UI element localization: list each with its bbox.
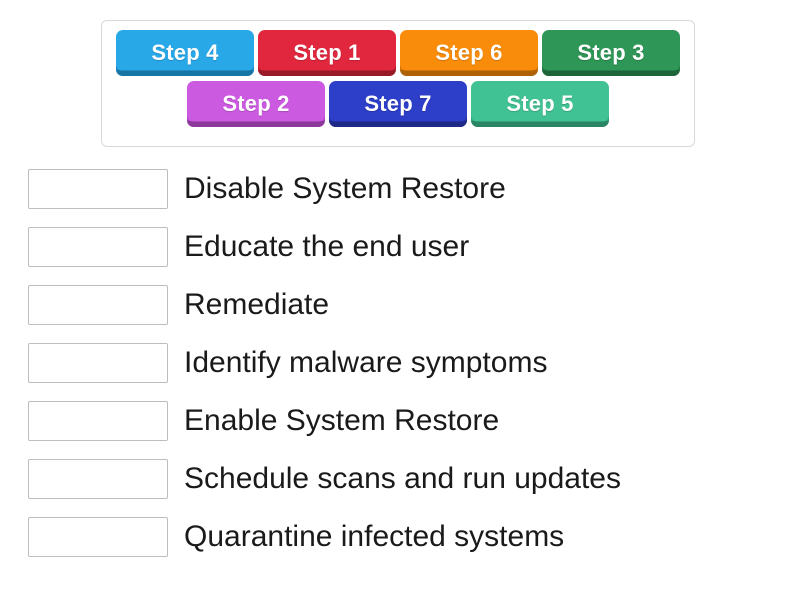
drop-blank[interactable] <box>28 285 168 325</box>
answer-row: Remediate <box>28 282 772 328</box>
answer-label: Enable System Restore <box>184 404 500 437</box>
step-tile-label: Step 6 <box>435 40 503 65</box>
answer-row: Identify malware symptoms <box>28 340 772 386</box>
answer-row: Enable System Restore <box>28 398 772 444</box>
answer-label: Remediate <box>184 288 330 321</box>
step-tiles-tray: Step 4 Step 1 Step 6 Step 3 Step 2 Step … <box>101 20 695 147</box>
drop-blank[interactable] <box>28 401 168 441</box>
step-tile-label: Step 3 <box>577 40 645 65</box>
step-tile-step-5[interactable]: Step 5 <box>471 81 609 127</box>
step-tile-step-1[interactable]: Step 1 <box>258 30 396 76</box>
answer-label: Quarantine infected systems <box>184 520 565 553</box>
step-tile-step-2[interactable]: Step 2 <box>187 81 325 127</box>
step-tile-step-7[interactable]: Step 7 <box>329 81 467 127</box>
step-tile-label: Step 5 <box>506 91 574 116</box>
answer-label: Disable System Restore <box>184 172 506 205</box>
step-tile-step-6[interactable]: Step 6 <box>400 30 538 76</box>
step-tile-label: Step 7 <box>364 91 432 116</box>
step-tile-step-3[interactable]: Step 3 <box>542 30 680 76</box>
drop-blank[interactable] <box>28 459 168 499</box>
answer-label: Schedule scans and run updates <box>184 462 621 495</box>
answer-label: Educate the end user <box>184 230 470 263</box>
answer-row: Disable System Restore <box>28 166 772 212</box>
drop-blank[interactable] <box>28 227 168 267</box>
tile-row-1: Step 4 Step 1 Step 6 Step 3 <box>102 30 694 76</box>
answer-row: Educate the end user <box>28 224 772 270</box>
answer-label: Identify malware symptoms <box>184 346 548 379</box>
answer-row: Quarantine infected systems <box>28 514 772 560</box>
step-tile-label: Step 4 <box>151 40 219 65</box>
step-tile-label: Step 2 <box>222 91 290 116</box>
tile-row-2: Step 2 Step 7 Step 5 <box>102 81 694 127</box>
answer-list: Disable System Restore Educate the end u… <box>28 166 772 572</box>
answer-row: Schedule scans and run updates <box>28 456 772 502</box>
step-tile-label: Step 1 <box>293 40 361 65</box>
drop-blank[interactable] <box>28 343 168 383</box>
drop-blank[interactable] <box>28 169 168 209</box>
step-tile-step-4[interactable]: Step 4 <box>116 30 254 76</box>
drop-blank[interactable] <box>28 517 168 557</box>
